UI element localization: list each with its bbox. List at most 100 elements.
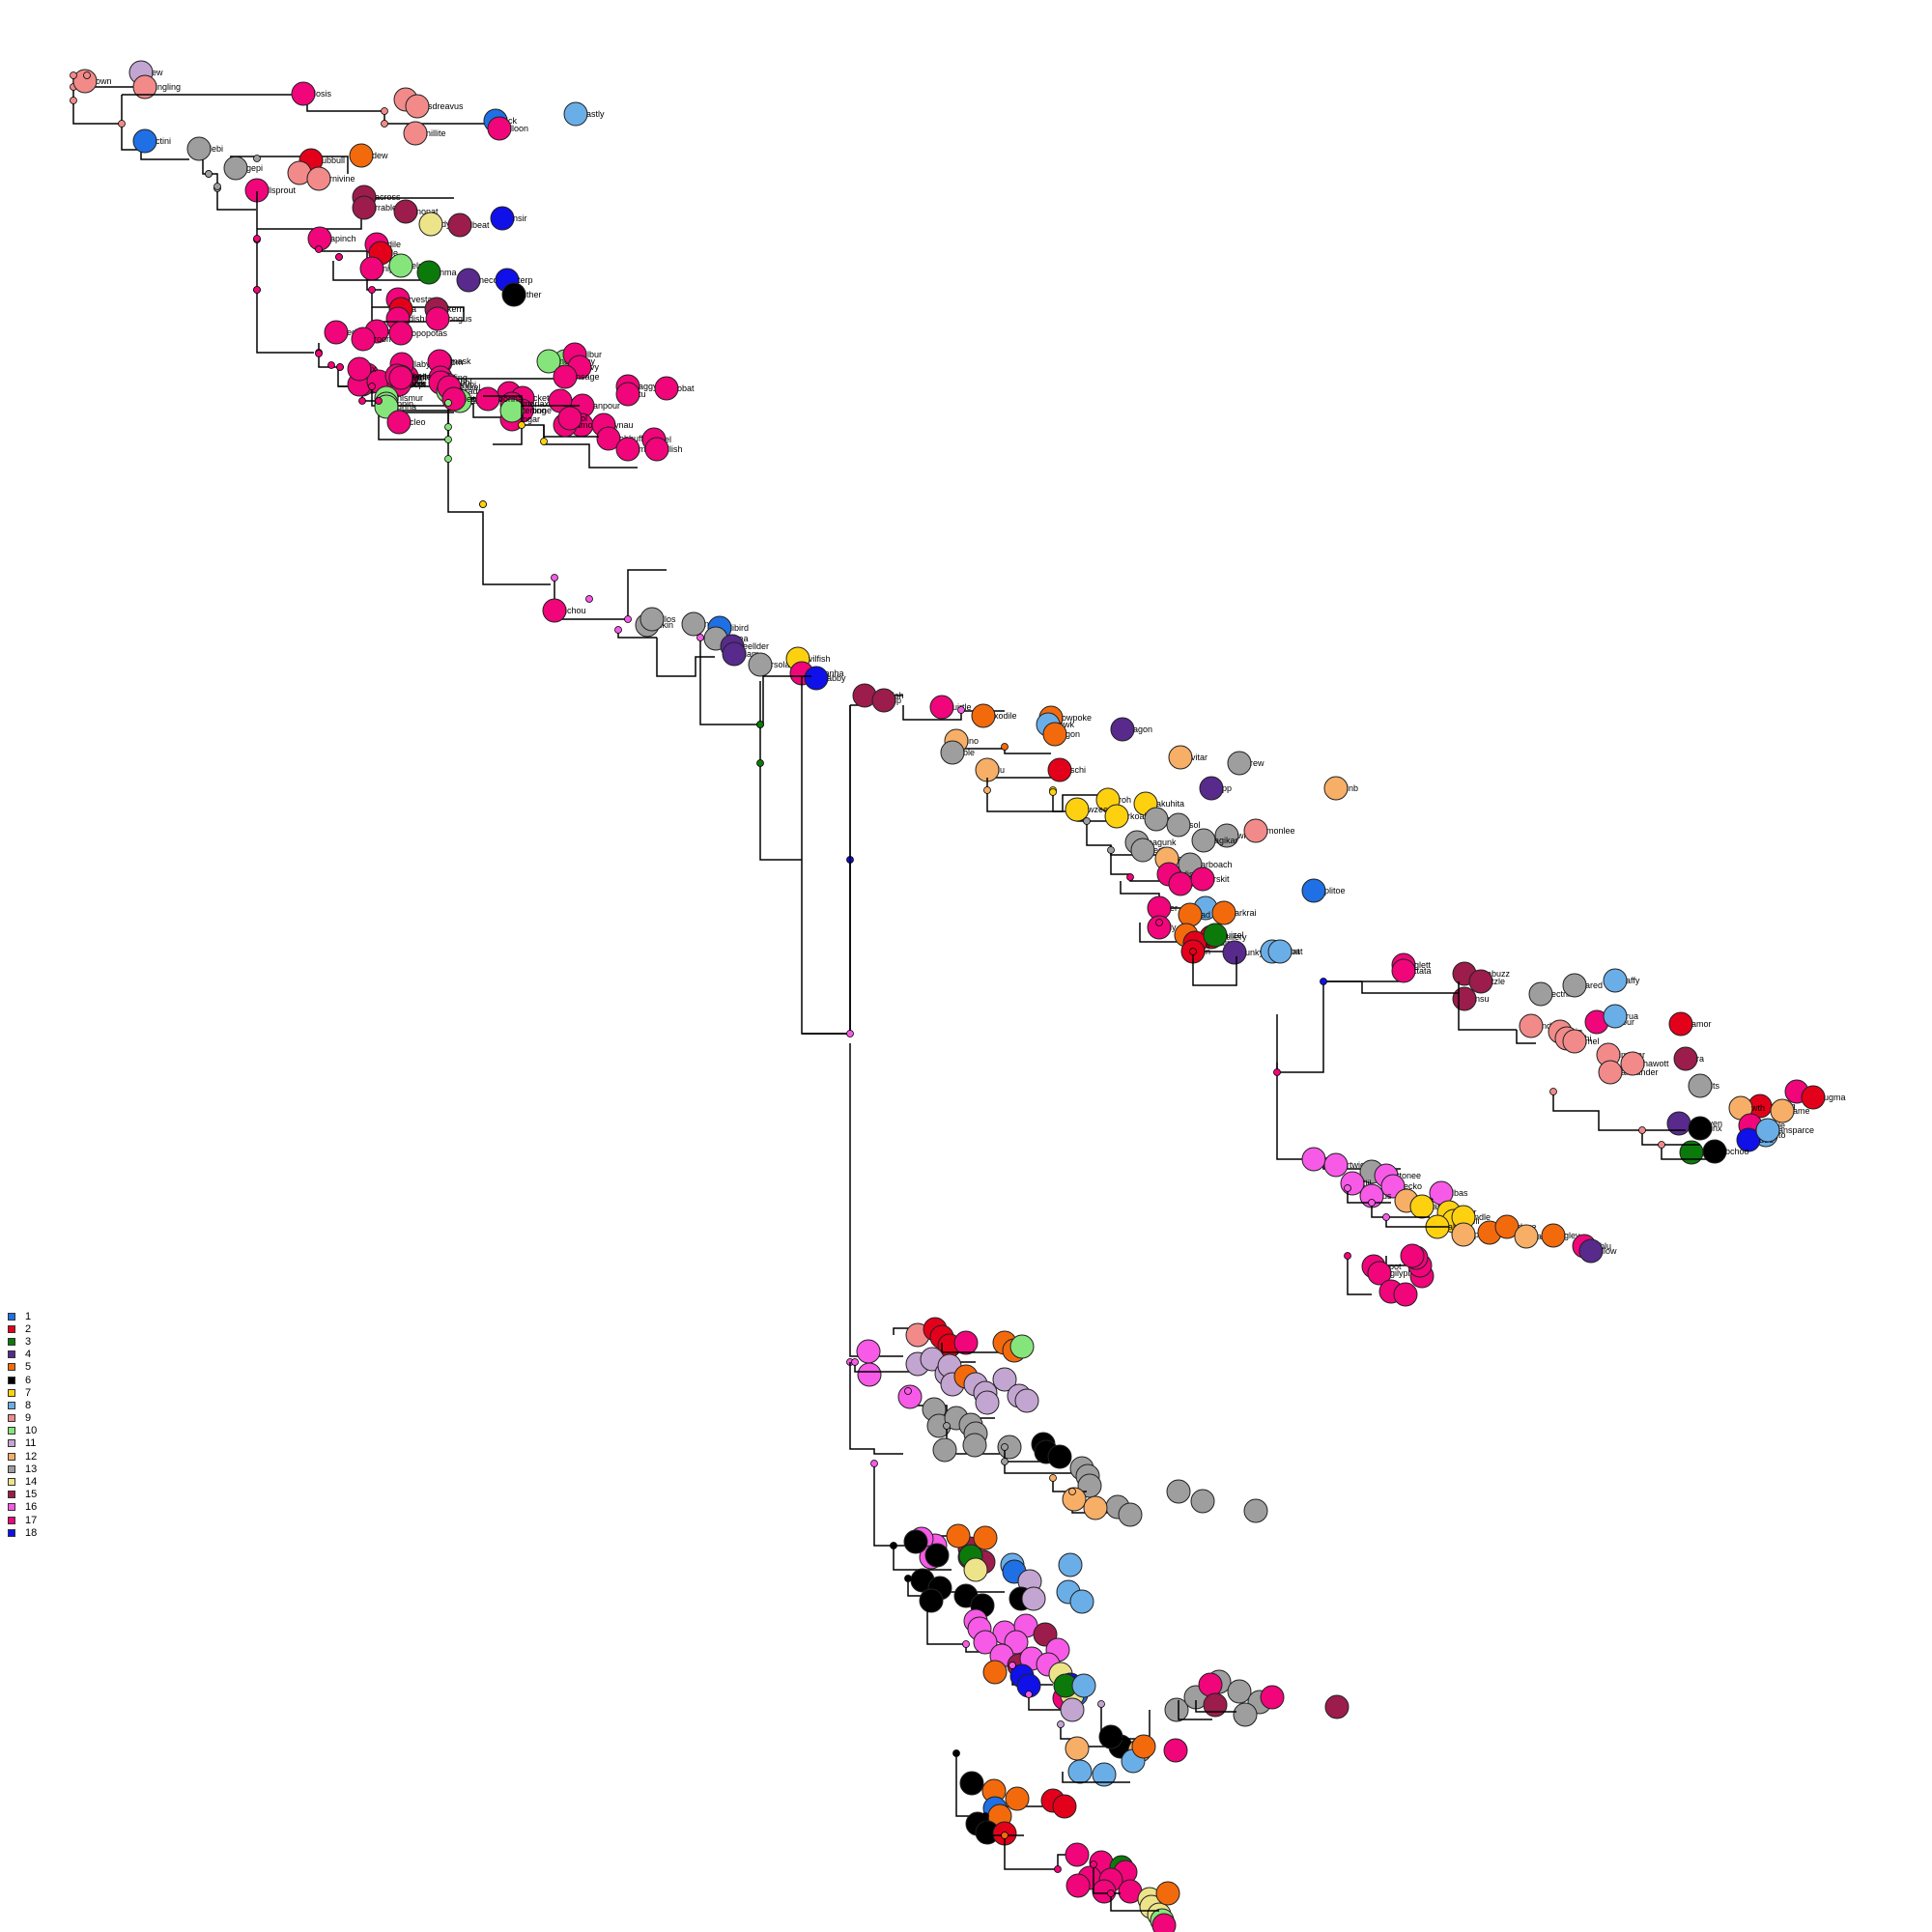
leaf-label: astly	[586, 109, 605, 119]
leaf-node	[416, 260, 441, 285]
legend-item: 6	[8, 1374, 37, 1386]
leaf-label: ly	[1170, 923, 1177, 932]
leaf-node	[1452, 986, 1477, 1011]
leaf-label: nsu	[1475, 994, 1490, 1004]
leaf-node	[1058, 1552, 1083, 1577]
tree-branch	[984, 1816, 1024, 1836]
leaf-label: agikar	[1214, 836, 1238, 845]
leaf-label: elm	[412, 261, 426, 270]
tree-branch	[332, 261, 425, 281]
leaf-label: uizel	[1226, 930, 1244, 940]
leaf-node	[596, 426, 621, 451]
leaf-label: er	[1170, 903, 1178, 913]
leaf-node	[1528, 981, 1553, 1007]
leaf-node	[1801, 1085, 1826, 1110]
legend-label: 10	[25, 1425, 38, 1437]
leaf-node	[804, 666, 829, 691]
leaf-label: lbas	[1452, 1188, 1468, 1198]
leaf-label: cketo	[533, 393, 554, 403]
internal-node	[368, 383, 376, 390]
legend-label: 5	[25, 1361, 32, 1374]
leaf-node	[1400, 1243, 1425, 1268]
leaf-node	[553, 364, 578, 389]
leaf-node	[654, 376, 679, 401]
leaf-node	[971, 703, 996, 728]
leaf-node	[973, 1630, 998, 1655]
leaf-label: tu	[639, 389, 646, 399]
legend-item: 10	[8, 1425, 37, 1437]
leaf-node	[349, 143, 374, 168]
internal-node	[375, 397, 383, 405]
leaf-node	[932, 1437, 957, 1463]
internal-node	[1189, 948, 1197, 955]
legend-swatch	[8, 1452, 15, 1461]
internal-node	[444, 436, 452, 443]
leaf-label: ared	[1585, 980, 1603, 990]
internal-node	[1344, 1252, 1351, 1260]
legend-swatch	[8, 1439, 15, 1448]
internal-node	[1001, 1458, 1009, 1465]
leaf-label: ablu	[1595, 1241, 1611, 1251]
legend-swatch	[8, 1312, 15, 1321]
leaf-node	[1409, 1194, 1435, 1219]
leaf-node	[405, 94, 430, 119]
internal-node	[1126, 873, 1134, 881]
tree-branch	[1361, 981, 1459, 994]
leaf-node	[1227, 751, 1252, 776]
leaf-label: roomi	[374, 334, 396, 344]
leaf-label: rnivine	[329, 174, 355, 184]
leaf-node	[1065, 797, 1090, 822]
leaf-node	[1151, 1913, 1177, 1932]
tree-branch	[1276, 1063, 1401, 1170]
internal-node	[70, 71, 77, 79]
leaf-node	[1301, 1147, 1326, 1172]
leaf-label: losis	[314, 89, 332, 99]
leaf-node	[924, 1543, 950, 1568]
internal-node	[381, 107, 388, 115]
leaf-node	[1324, 1694, 1350, 1719]
leaf-label: llow	[1602, 1246, 1617, 1256]
internal-node	[1057, 1720, 1065, 1728]
internal-node	[70, 97, 77, 104]
leaf-node	[1203, 1692, 1228, 1718]
tree-branch	[656, 638, 715, 677]
leaf-node	[1203, 923, 1228, 948]
leaf-label: amo	[576, 420, 593, 430]
leaf-node	[1578, 1238, 1604, 1264]
leaf-node	[359, 256, 384, 281]
internal-node	[904, 1387, 912, 1395]
leaf-node	[1541, 1223, 1566, 1248]
leaf-node	[1071, 1673, 1096, 1698]
leaf-node	[1688, 1073, 1713, 1098]
legend-label: 17	[25, 1514, 38, 1526]
leaf-node	[1067, 1759, 1093, 1784]
internal-node	[1549, 1088, 1557, 1095]
legend-item: 13	[8, 1463, 37, 1475]
leaf-label: sol	[1189, 820, 1201, 830]
leaf-node	[418, 212, 443, 237]
internal-node	[1097, 1700, 1105, 1708]
leaf-node	[1367, 1261, 1392, 1286]
tree-branch	[230, 156, 349, 174]
legend-swatch	[8, 1388, 15, 1397]
legend-item: 15	[8, 1489, 37, 1501]
leaf-node	[72, 69, 98, 94]
leaf-label: gon	[1065, 729, 1080, 739]
leaf-node	[1069, 1589, 1094, 1614]
legend-swatch	[8, 1401, 15, 1409]
leaf-node	[1514, 1224, 1539, 1249]
tree-branch	[1552, 1092, 1686, 1131]
tree-branch	[1192, 952, 1237, 986]
internal-node	[253, 286, 261, 294]
leaf-node	[1062, 1487, 1087, 1512]
leaf-label: nsir	[513, 213, 527, 223]
leaf-node	[351, 327, 376, 352]
leaf-node	[1702, 1139, 1727, 1164]
leaf-label: agon	[1133, 724, 1152, 734]
leaf-node	[186, 136, 212, 161]
leaf-label: cleo	[410, 417, 426, 427]
internal-node	[696, 634, 704, 641]
internal-node	[1083, 817, 1091, 825]
internal-node	[851, 1358, 859, 1366]
leaf-node	[748, 652, 773, 677]
